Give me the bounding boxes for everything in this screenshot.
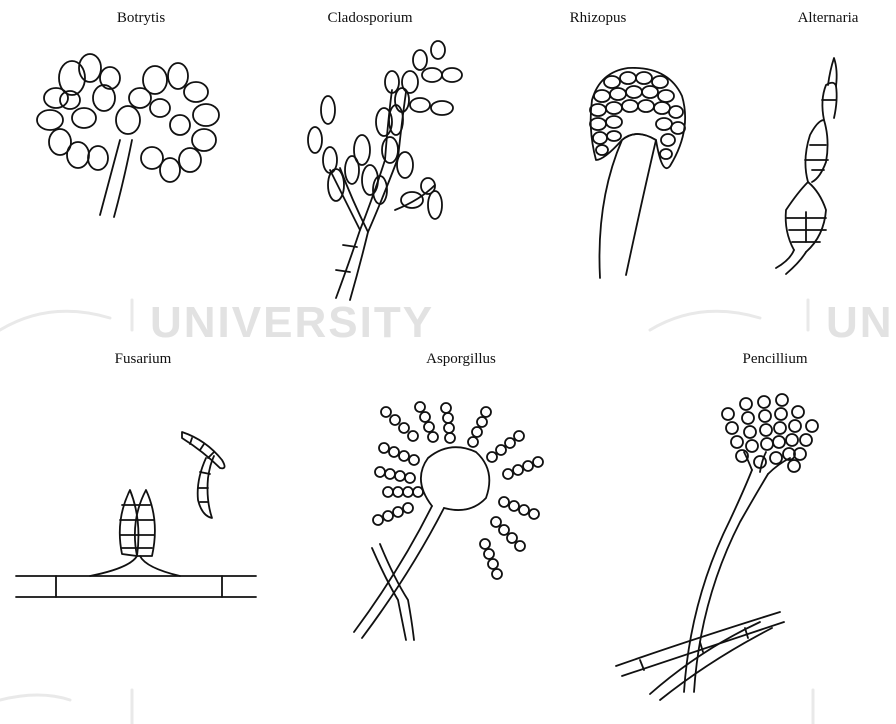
botrytis-drawing [37,54,219,217]
cladosporium-drawing [308,41,462,300]
rhizopus-spores [590,72,685,159]
label-rhizopus: Rhizopus [570,10,627,27]
fusarium-drawing [16,432,256,597]
alternaria-drawing [776,58,837,274]
label-fusarium: Fusarium [115,351,172,368]
penicillium-drawing [616,394,818,700]
label-aspergillus: Asporgillus [426,351,496,368]
label-penicillium: Pencillium [743,351,808,368]
penicillium-conidia [722,394,818,472]
rhizopus-drawing [590,68,685,278]
label-cladosporium: Cladosporium [328,10,413,27]
aspergillus-conidia [373,402,543,579]
label-alternaria: Alternaria [798,10,859,27]
label-botrytis: Botrytis [117,10,165,27]
aspergillus-drawing [354,402,543,640]
